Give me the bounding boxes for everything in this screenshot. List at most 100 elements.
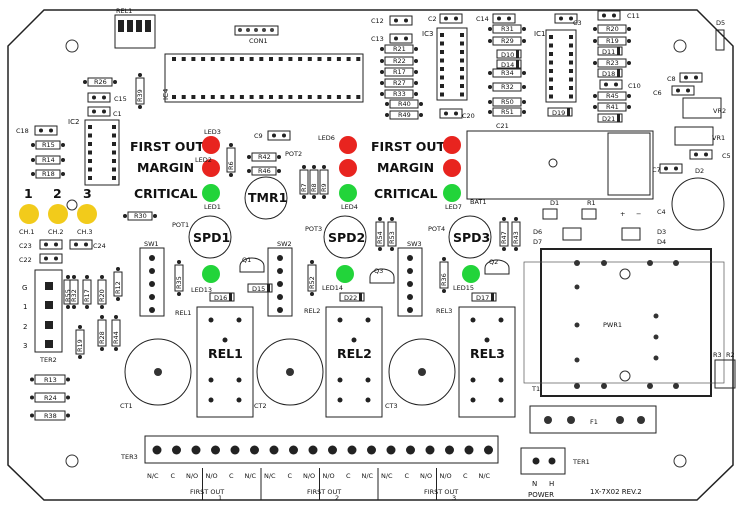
switches: [139, 247, 423, 317]
ter2-pin-3: 3: [23, 342, 27, 350]
first-out-label-1: FIRST OUT: [130, 139, 204, 154]
capacitor-c1-label: C1: [113, 110, 122, 118]
resistor-r28-label: R28: [98, 331, 106, 344]
ch3-label: CH.3: [77, 228, 93, 236]
resistor-r32: [492, 82, 522, 92]
diode-d15-label: D15: [252, 285, 265, 293]
resistor-r42: [251, 152, 277, 162]
ter3-pin-label: N/O: [323, 472, 335, 480]
ter3-pin: [230, 445, 240, 455]
capacitor-c18-label: C18: [16, 127, 29, 135]
ter3-pin-label: C: [346, 472, 351, 480]
spd2-label: SPD2: [328, 230, 365, 245]
diode-d17-label: D17: [476, 294, 489, 302]
resistor-r8-label: R8: [310, 183, 318, 192]
resistor-r22: [384, 56, 414, 66]
resistor-r21: [384, 44, 414, 54]
diode-d14-label: D14: [501, 61, 514, 69]
ter3-pin-label: C: [463, 472, 468, 480]
first-out-label-2: FIRST OUT: [371, 139, 445, 154]
resistor-r40-label: R40: [398, 100, 411, 108]
spd1-label: SPD1: [193, 230, 230, 245]
ch2-dot: [48, 204, 68, 224]
resistor-r6: [226, 147, 236, 173]
resistor-r19b-label: R19: [76, 339, 84, 352]
bat1-label: BAT1: [470, 198, 487, 206]
ct3-label: CT3: [385, 402, 398, 410]
led1-label: LED1: [204, 203, 221, 211]
ct2-label: CT2: [254, 402, 267, 410]
capacitor-c24-label: C24: [93, 242, 106, 250]
ter3-pin: [464, 445, 474, 455]
ic1-label: IC1: [534, 30, 545, 38]
capacitor-c3-label: C3: [573, 19, 582, 27]
led14-label: LED14: [322, 284, 343, 292]
capacitor-c14-label: C14: [476, 15, 489, 23]
sw3-label: SW3: [407, 240, 422, 248]
led3-red: [202, 136, 220, 154]
resistor-r49-label: R49: [398, 111, 411, 119]
resistor-r15: [35, 140, 61, 150]
diode-d11-label: D11: [602, 48, 615, 56]
ter2-label: TER2: [39, 356, 57, 364]
led1-green: [202, 184, 220, 202]
resistor-r12-label: R12: [114, 281, 122, 294]
spd2-circle: [323, 215, 367, 259]
capacitor-c2: [439, 13, 463, 24]
capacitor-c20-label: C20: [462, 112, 475, 120]
capacitor-c2-label: C2: [428, 15, 437, 23]
ter3-pin: [406, 445, 415, 455]
q2-label: Q2: [489, 258, 498, 266]
rel1-label: REL1: [116, 7, 132, 15]
ter3-pin: [425, 445, 435, 455]
resistor-r20b-label: R20: [98, 289, 106, 302]
ter3-pin-label: N/O: [440, 472, 452, 480]
diode-d18: [597, 68, 623, 78]
capacitor-c13: [389, 33, 413, 44]
led4-green: [339, 184, 357, 202]
resistor-r39: [135, 77, 145, 105]
channel-indicators: 1 2 3 CH.1 CH.2 CH.3: [19, 186, 97, 236]
led7-label: LED7: [445, 203, 462, 211]
resistor-r23: [597, 58, 627, 68]
r3-label: R3: [713, 351, 722, 359]
ter3-num: 2: [335, 494, 339, 502]
d1-label: D1: [550, 199, 559, 207]
led-array-left: [202, 136, 480, 283]
diode-d18-label: D18: [602, 70, 615, 78]
resistor-r20b: [97, 279, 107, 305]
ter3-pin: [386, 445, 396, 455]
resistor-r23-label: R23: [606, 59, 619, 67]
ch3-num: 3: [83, 186, 92, 201]
capacitor-c9-label: C9: [254, 132, 263, 140]
resistor-r29-label: R29: [501, 37, 514, 45]
diode-d17: [471, 292, 497, 302]
rel2-small-label: REL2: [304, 307, 320, 315]
q3-label: Q3: [374, 267, 383, 275]
tmr1-label: TMR1: [248, 190, 287, 205]
resistor-r21-label: R21: [393, 45, 406, 53]
capacitor-c10: [599, 79, 623, 90]
resistor-r27-label: R27: [393, 79, 406, 87]
resistor-r12: [113, 271, 123, 297]
c4-label: C4: [657, 208, 666, 216]
resistor-r7: [299, 169, 309, 195]
resistor-r32b: [69, 279, 79, 305]
r2-label: R2: [726, 351, 735, 359]
d4-label: D4: [657, 238, 666, 246]
ch1-label: CH.1: [19, 228, 35, 236]
resistor-r14-label: R14: [42, 156, 55, 164]
resistor-r19: [597, 36, 627, 46]
resistor-r26-label: R26: [94, 78, 107, 86]
plus-sign: +: [620, 210, 625, 218]
capacitor-c15: [87, 92, 111, 103]
capacitor-c23-label: C23: [19, 242, 32, 250]
ter3-pin-label: N/O: [303, 472, 315, 480]
capacitor-c3: [554, 13, 578, 24]
resistor-r19-label: R19: [606, 37, 619, 45]
vr2-label: VR2: [713, 107, 726, 115]
capacitor-c6: [671, 85, 695, 96]
ter3-pin-label: C: [405, 472, 410, 480]
capacitor-c22-label: C22: [19, 256, 32, 264]
